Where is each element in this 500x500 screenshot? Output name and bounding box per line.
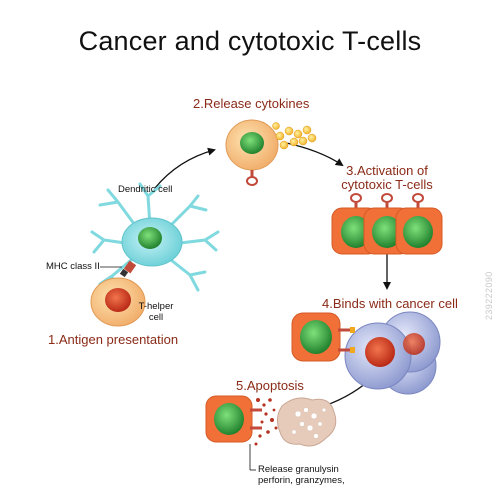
activated-t-cells — [331, 193, 443, 255]
t-helper-cell — [90, 277, 146, 327]
step-3-label: 3.Activation of cytotoxic T-cells — [322, 164, 452, 192]
step-3-line-2: cytotoxic T-cells — [341, 177, 433, 192]
dendritic-cell-label: Dendritic cell — [118, 184, 173, 195]
dying-cancer-cell — [276, 397, 337, 447]
release-line-1: Release granulysin — [258, 464, 339, 475]
t-cell-3 — [395, 193, 443, 255]
release-label: Release granulysin perforin, granzymes, — [258, 464, 345, 486]
arrow-2-to-3 — [281, 141, 344, 167]
cytokine-dots — [272, 122, 317, 150]
step-1-label: 1.Antigen presentation — [48, 332, 179, 347]
t-helper-nucleus — [105, 288, 131, 312]
t-helper-line-1: T-helper — [138, 301, 174, 312]
step-3-line-1: 3.Activation of — [346, 163, 428, 178]
step-5-label: 5.Apoptosis — [236, 378, 304, 393]
dendritic-cell — [90, 182, 220, 292]
step-4-label: 4.Binds with cancer cell — [322, 296, 458, 311]
arrow-1-to-2 — [154, 147, 216, 189]
step-2-label: 2.Release cytokines — [193, 96, 310, 111]
binding-t-cell — [291, 312, 355, 362]
stock-watermark-id: 239222090 — [484, 271, 494, 320]
cytokine-cell — [225, 119, 279, 186]
apoptosis-t-cell — [205, 395, 262, 443]
release-line-2: perforin, granzymes, — [258, 475, 345, 486]
t-helper-label: T-helper cell — [134, 301, 178, 323]
mhc-receptor — [119, 260, 137, 278]
dendritic-nucleus — [138, 227, 162, 249]
cancer-cells — [344, 311, 441, 395]
granule-dots — [254, 398, 282, 446]
page-title: Cancer and cytotoxic T-cells — [78, 26, 422, 56]
t-helper-line-2: cell — [148, 312, 164, 323]
mhc-class-label: MHC class II — [46, 261, 100, 272]
